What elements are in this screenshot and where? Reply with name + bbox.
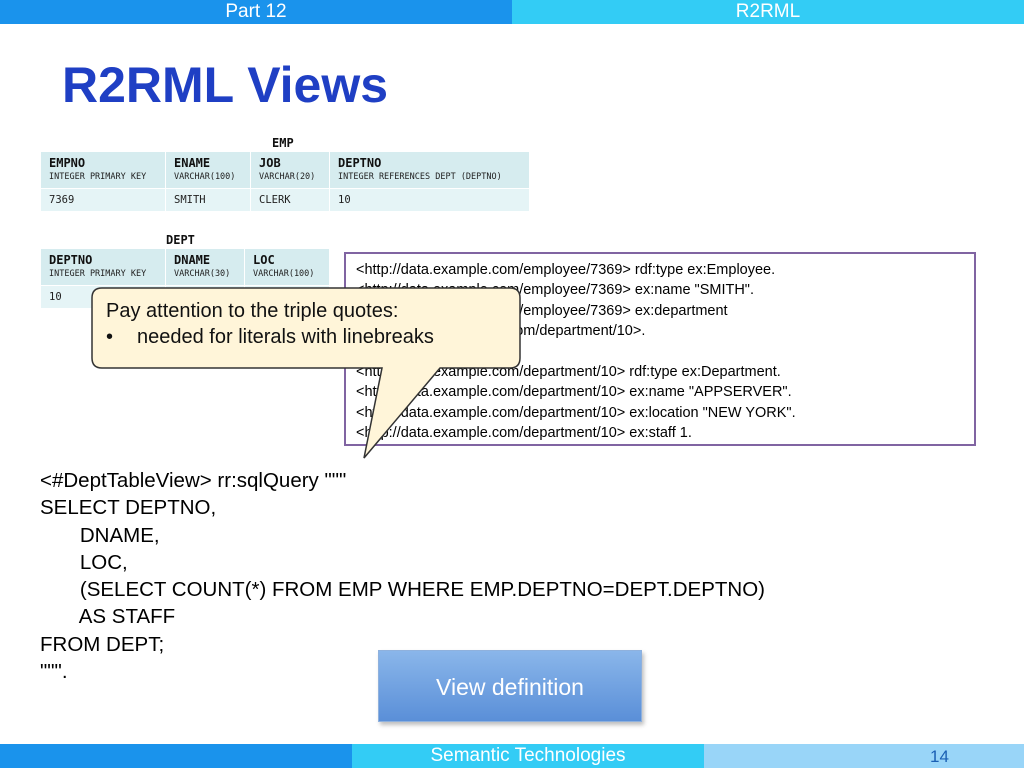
- callout-text: Pay attention to the triple quotes: • nee…: [106, 298, 516, 350]
- code-line: """.: [40, 660, 68, 684]
- column-type: VARCHAR(100): [174, 172, 236, 182]
- header-topic: R2RML: [512, 0, 1024, 24]
- code-line: DNAME,: [40, 523, 160, 547]
- emp-col-ename: ENAME VARCHAR(100): [165, 151, 251, 189]
- column-name: DEPTNO: [49, 253, 93, 267]
- code-line: <#DeptTableView> rr:sqlQuery """: [40, 469, 347, 492]
- callout-bullet-line: • needed for literals with linebreaks: [106, 324, 516, 350]
- cell: 7369: [40, 188, 166, 212]
- cell: CLERK: [250, 188, 330, 212]
- callout-shape: [91, 287, 521, 459]
- table-row: 7369 SMITH CLERK 10: [40, 188, 530, 212]
- column-name: EMPNO: [49, 156, 86, 170]
- bullet-icon: •: [106, 326, 114, 348]
- emp-col-deptno: DEPTNO INTEGER REFERENCES DEPT (DEPTNO): [329, 151, 530, 189]
- column-name: JOB: [259, 156, 281, 170]
- column-type: VARCHAR(100): [253, 269, 315, 279]
- column-type: INTEGER PRIMARY KEY: [49, 172, 147, 182]
- column-type: VARCHAR(20): [259, 172, 316, 182]
- footer-segment-left: [0, 744, 352, 768]
- cell: SMITH: [165, 188, 251, 212]
- column-type: INTEGER REFERENCES DEPT (DEPTNO): [338, 172, 502, 182]
- column-name: LOC: [253, 253, 275, 267]
- bottom-bar: Semantic Technologies 14: [0, 744, 1024, 768]
- callout-bullet-text: needed for literals with linebreaks: [137, 326, 434, 348]
- dept-col-dname: DNAME VARCHAR(30): [165, 248, 245, 286]
- emp-col-job: JOB VARCHAR(20): [250, 151, 330, 189]
- code-line: FROM DEPT;: [40, 632, 165, 656]
- dept-col-loc: LOC VARCHAR(100): [244, 248, 330, 286]
- code-line: AS STAFF: [40, 605, 176, 629]
- rdf-line: <http://data.example.com/department/10> …: [356, 425, 692, 442]
- column-type: VARCHAR(30): [174, 269, 231, 279]
- dept-table-title: DEPT: [166, 233, 195, 247]
- emp-table-header-row: EMPNO INTEGER PRIMARY KEY ENAME VARCHAR(10…: [40, 151, 530, 189]
- view-definition-button[interactable]: View definition: [378, 650, 642, 722]
- column-name: ENAME: [174, 156, 211, 170]
- code-line: SELECT DEPTNO,: [40, 496, 217, 520]
- sql-code-block: <#DeptTableView> rr:sqlQuery """ SELECT …: [40, 467, 765, 685]
- rdf-line: <http://data.example.com/department/10> …: [356, 404, 796, 421]
- footer-segment-right: [704, 744, 1024, 768]
- callout-line: Pay attention to the triple quotes:: [106, 300, 399, 322]
- dept-table-header-row: DEPTNO INTEGER PRIMARY KEY DNAME VARCHAR(3…: [40, 248, 330, 286]
- page-number: 14: [930, 747, 949, 766]
- column-type: INTEGER PRIMARY KEY: [49, 269, 147, 279]
- slide-title: R2RML Views: [62, 57, 389, 113]
- top-bar: Part 12 R2RML: [0, 0, 1024, 24]
- emp-table: EMPNO INTEGER PRIMARY KEY ENAME VARCHAR(10…: [40, 151, 530, 212]
- emp-table-title: EMP: [272, 136, 294, 150]
- cell: 10: [329, 188, 530, 212]
- header-part: Part 12: [0, 0, 512, 24]
- code-line: (SELECT COUNT(*) FROM EMP WHERE EMP.DEPT…: [40, 578, 765, 602]
- code-line: LOC,: [40, 550, 128, 574]
- rdf-line: <http://data.example.com/employee/7369> …: [356, 262, 776, 278]
- column-name: DNAME: [174, 253, 211, 267]
- footer-course: Semantic Technologies: [352, 744, 704, 768]
- column-name: DEPTNO: [338, 156, 382, 170]
